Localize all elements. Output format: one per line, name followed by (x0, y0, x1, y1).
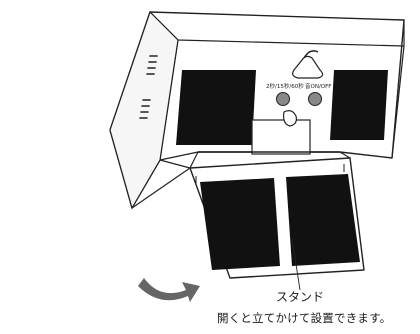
hanger-hook-icon (292, 50, 324, 79)
stand-latch (283, 110, 297, 127)
device-side-face (109, 10, 179, 210)
sound-button[interactable] (308, 92, 322, 106)
vent-slot-icon (139, 55, 158, 119)
interval-button[interactable] (276, 92, 290, 106)
curved-arrow-icon (138, 278, 200, 302)
stand-instruction: 開くと立てかけて設置できます。 (217, 311, 392, 325)
battery-cover (251, 119, 311, 155)
stand-label: スタンド (276, 290, 325, 304)
stand-callout-line (291, 237, 301, 291)
button-label-interval: 2秒/15秒/60秒 (266, 82, 304, 90)
stand-panel-right (286, 174, 360, 266)
button-label-sound: 音ON/OFF (305, 82, 331, 90)
left-back-panel (176, 70, 256, 145)
stand-panel-left (200, 178, 280, 270)
right-back-panel (330, 70, 388, 140)
